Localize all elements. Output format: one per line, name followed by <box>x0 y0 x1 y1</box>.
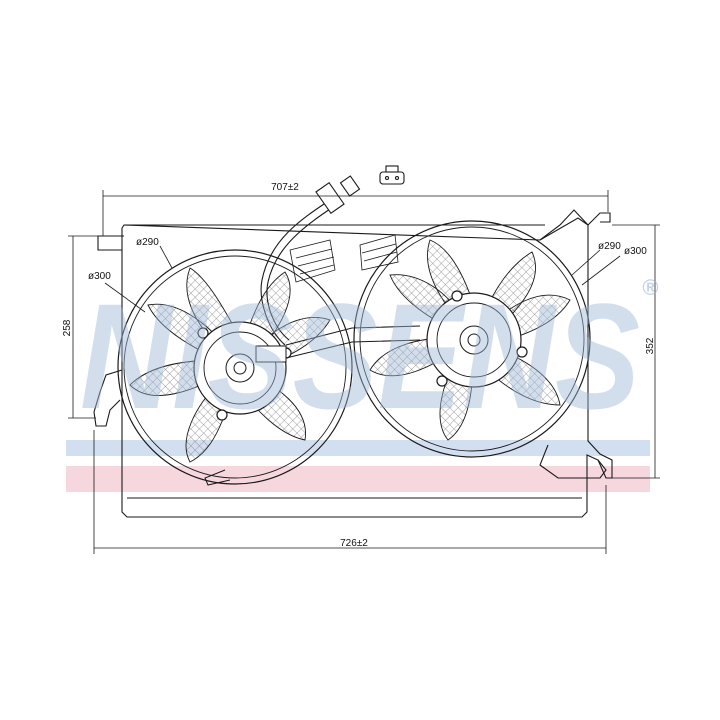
dimension-left-fan-outer: ø300 <box>88 271 111 282</box>
dimension-lines <box>68 190 660 554</box>
cross-member <box>285 325 421 359</box>
right-fan <box>353 220 591 458</box>
wiring-harness <box>260 175 361 346</box>
connector-icon <box>379 165 405 185</box>
dimension-right-height: 352 <box>645 337 656 354</box>
left-fan <box>117 249 353 486</box>
dimension-right-fan-outer: ø300 <box>624 246 647 257</box>
left-fan-hub <box>193 321 287 415</box>
dimension-left-fan-inner: ø290 <box>136 237 159 248</box>
watermark-registered-mark: ® <box>642 275 659 300</box>
dimension-left-height: 258 <box>62 319 73 336</box>
fan-shroud <box>93 209 613 518</box>
dimension-top-width: 707±2 <box>271 182 299 193</box>
right-fan-hub <box>426 292 522 388</box>
watermark-band-bottom <box>66 466 650 492</box>
watermark-brand: NISSENS <box>80 272 640 440</box>
dimension-right-fan-inner: ø290 <box>598 241 621 252</box>
dimension-bottom-width: 726±2 <box>340 538 368 549</box>
vent-slats <box>289 234 399 283</box>
